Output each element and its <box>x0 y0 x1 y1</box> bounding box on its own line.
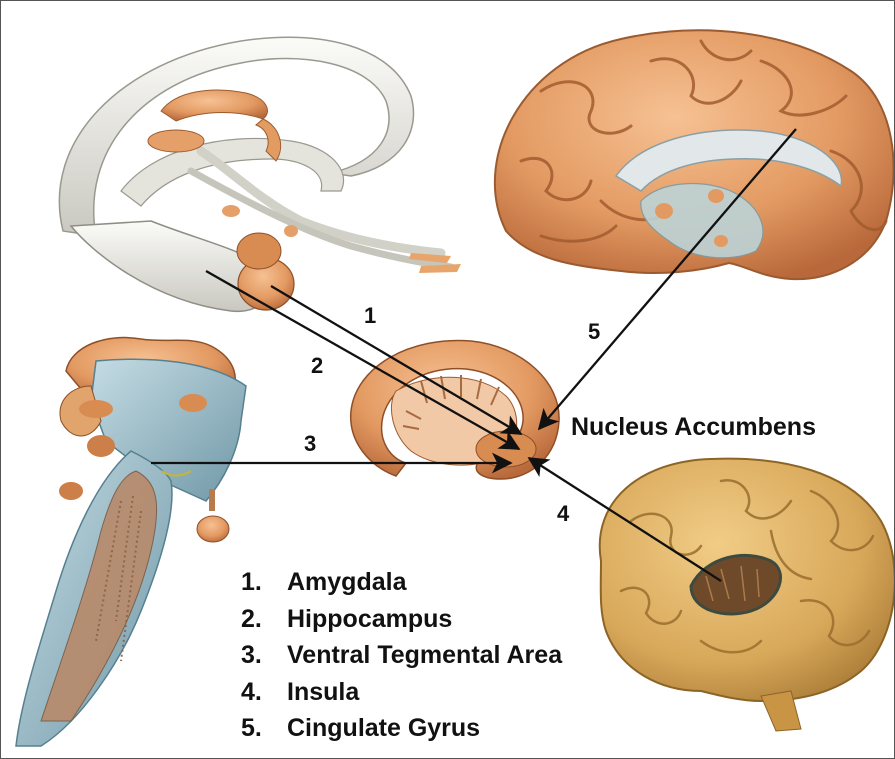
legend-item-label: Cingulate Gyrus <box>287 714 480 742</box>
legend-item-number: 2. <box>241 601 287 638</box>
legend-item: 4.Insula <box>241 674 562 711</box>
legend-item-label: Amygdala <box>287 568 406 596</box>
legend-item: 2.Hippocampus <box>241 601 562 638</box>
legend-item-label: Insula <box>287 678 359 706</box>
nucleus-accumbens-illustration <box>351 340 559 479</box>
lateral-brain-illustration <box>600 459 894 731</box>
legend-item-number: 4. <box>241 674 287 711</box>
legend-item-label: Hippocampus <box>287 605 452 633</box>
region-legend: 1.Amygdala 2.Hippocampus 3.Ventral Tegme… <box>241 564 562 747</box>
arrow-3-number: 3 <box>304 431 316 457</box>
arrow-4-number: 4 <box>557 501 569 527</box>
legend-item: 3.Ventral Tegmental Area <box>241 637 562 674</box>
legend-item-number: 1. <box>241 564 287 601</box>
arrow-5-number: 5 <box>588 319 600 345</box>
arrow-1-number: 1 <box>364 303 376 329</box>
medial-brain-illustration <box>495 30 894 279</box>
legend-item: 5.Cingulate Gyrus <box>241 710 562 747</box>
nucleus-accumbens-label: Nucleus Accumbens <box>571 413 816 442</box>
legend-item: 1.Amygdala <box>241 564 562 601</box>
brainstem-illustration <box>16 338 246 746</box>
legend-item-number: 3. <box>241 637 287 674</box>
legend-item-number: 5. <box>241 710 287 747</box>
arrow-2-number: 2 <box>311 353 323 379</box>
legend-item-label: Ventral Tegmental Area <box>287 641 562 669</box>
limbic-system-illustration <box>59 37 461 311</box>
